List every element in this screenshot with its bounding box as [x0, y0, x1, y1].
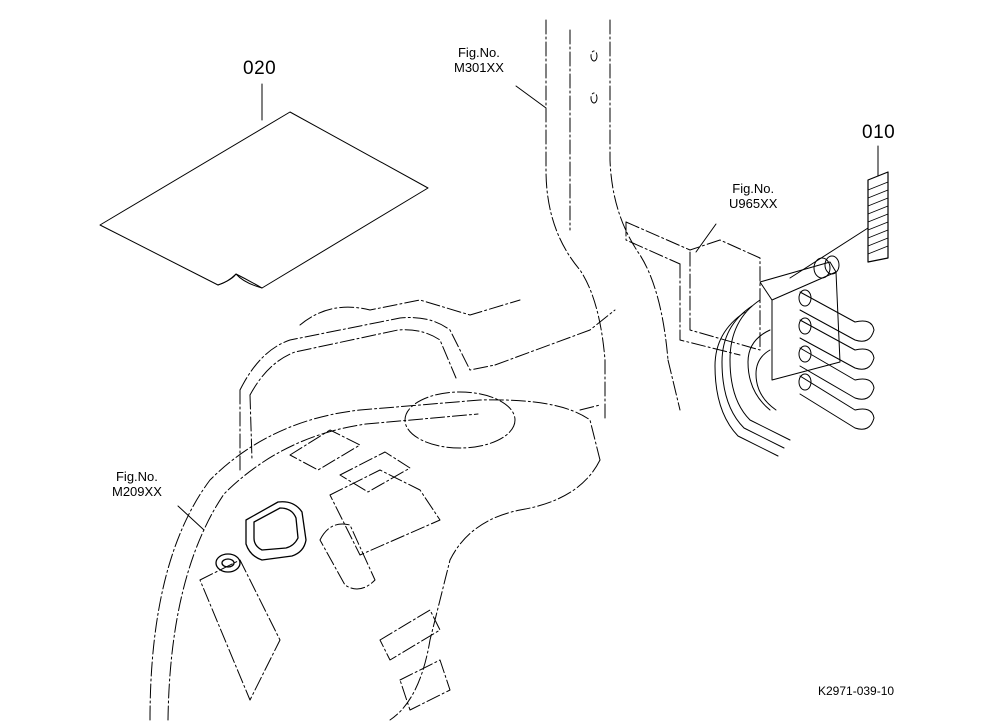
rops-pillar: [545, 19, 681, 421]
callout-020: 020: [243, 58, 277, 79]
valve-bracket: [625, 221, 761, 356]
figure-ref-m301: Fig.No. M301XX: [454, 45, 504, 76]
callout-010: 010: [862, 122, 896, 143]
figure-ref-u965: Fig.No. U965XX: [729, 181, 778, 212]
label-plate-010: [789, 145, 889, 279]
figure-ref-m209: Fig.No. M209XX: [112, 469, 162, 500]
console-control: [215, 501, 307, 573]
decal-sheet-020: [99, 83, 429, 289]
drawing-code: K2971-039-10: [818, 684, 895, 698]
figure-ref-number: M301XX: [454, 59, 504, 75]
figure-ref-number: U965XX: [729, 195, 778, 211]
figure-ref-label: Fig.No.: [457, 45, 500, 60]
figure-ref-label: Fig.No.: [732, 181, 775, 196]
fender-console: [149, 299, 616, 721]
figure-ref-label: Fig.No.: [115, 469, 158, 484]
remote-valve-couplers: [714, 255, 875, 457]
figure-ref-number: M209XX: [112, 483, 162, 499]
